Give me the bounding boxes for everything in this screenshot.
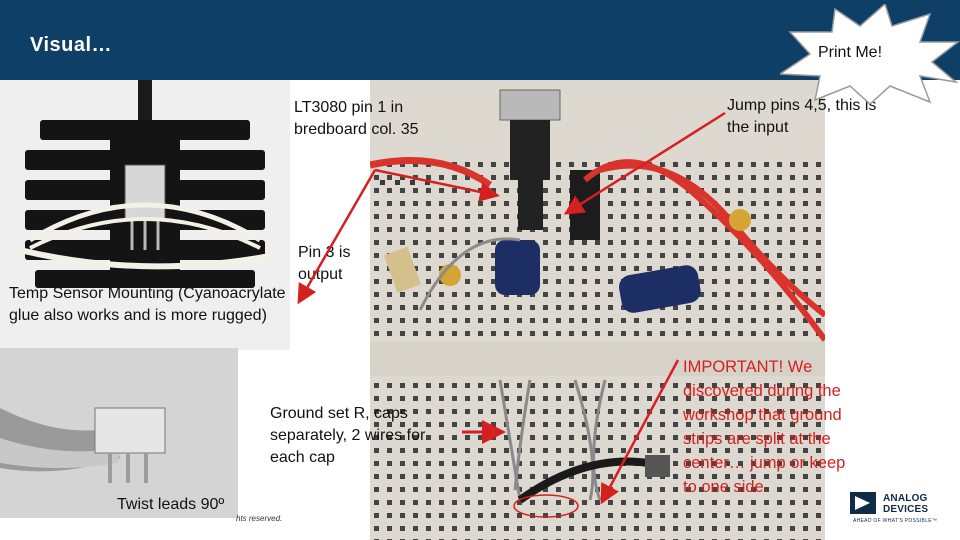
pin3-annotation: Pin 3 is output [298, 244, 351, 283]
temp-sensor-annotation: Temp Sensor Mounting (Cyanoacrylate glue… [9, 285, 286, 324]
slide-title: Visual… [30, 34, 113, 56]
sensor-photo [0, 348, 238, 518]
jump-pins-annotation: Jump pins 4,5, this is the input [727, 97, 877, 136]
important-annotation: IMPORTANT! We discovered during the work… [683, 358, 846, 496]
ground-annotation: Ground set R, caps separately, 2 wires f… [270, 405, 426, 466]
logo-text: ANALOG DEVICES [883, 493, 929, 515]
print-me-label[interactable]: Print Me! [818, 44, 883, 61]
heatsink-photo [0, 80, 290, 350]
pin1-annotation: LT3080 pin 1 in bredboard col. 35 [294, 99, 419, 138]
analog-devices-logo [850, 492, 876, 514]
logo-tagline: AHEAD OF WHAT'S POSSIBLE™ [853, 518, 938, 524]
print-me-badge[interactable] [780, 4, 960, 104]
copyright-fragment: hts reserved. [236, 514, 283, 523]
twist-leads-annotation: Twist leads 90º [117, 496, 225, 513]
